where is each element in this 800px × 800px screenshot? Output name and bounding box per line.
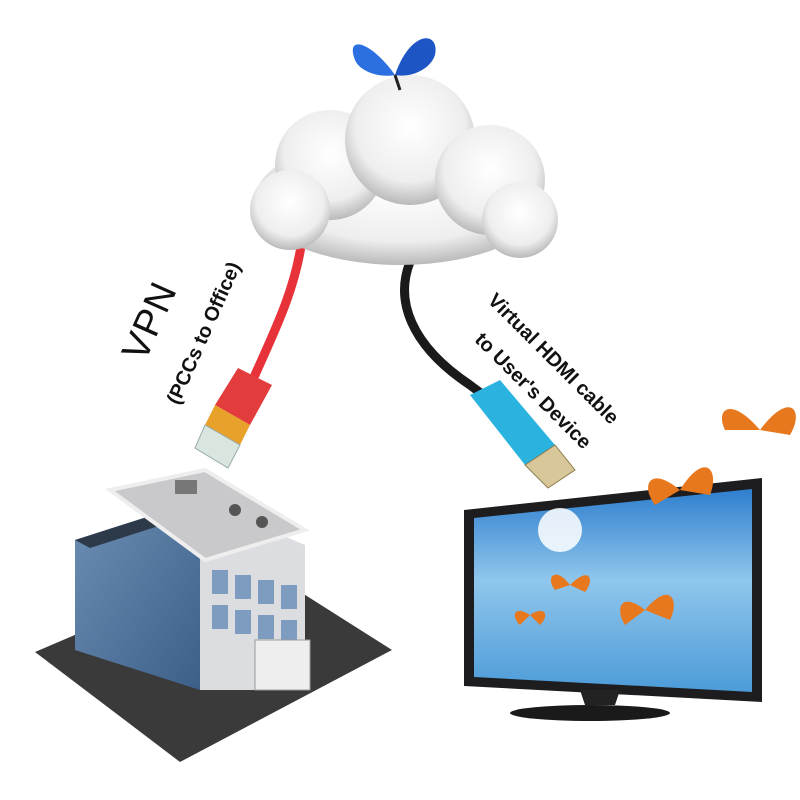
butterfly-icon (620, 594, 674, 625)
office-building-icon (35, 467, 392, 762)
television-icon (464, 478, 762, 721)
hdmi-cable (400, 257, 576, 489)
butterfly-icon (352, 38, 436, 91)
butterfly-icon (721, 407, 796, 435)
butterfly-icon (648, 467, 714, 505)
butterfly-icon (550, 574, 590, 592)
butterfly-icon (514, 610, 546, 625)
cloud-icon (250, 75, 558, 265)
ethernet-cable (194, 235, 307, 469)
butterflies-orange (514, 407, 796, 625)
